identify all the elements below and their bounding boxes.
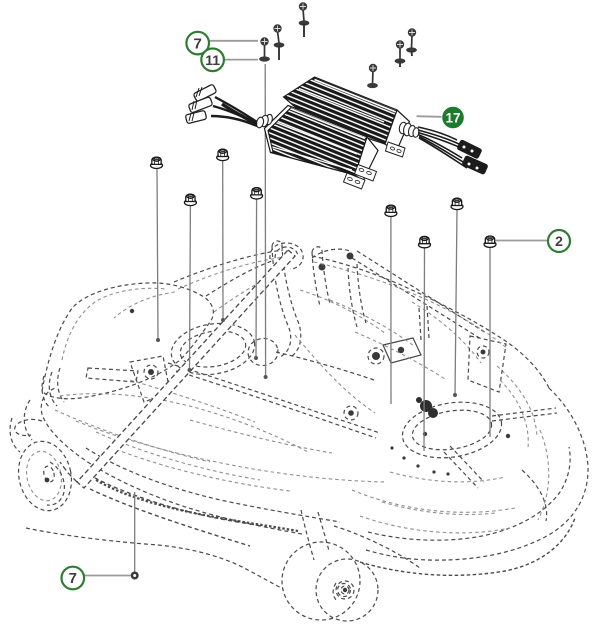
svg-text:11: 11 — [205, 52, 220, 68]
svg-text:17: 17 — [445, 111, 460, 126]
svg-text:7: 7 — [69, 570, 77, 587]
svg-text:2: 2 — [555, 233, 563, 249]
svg-text:7: 7 — [194, 35, 202, 52]
